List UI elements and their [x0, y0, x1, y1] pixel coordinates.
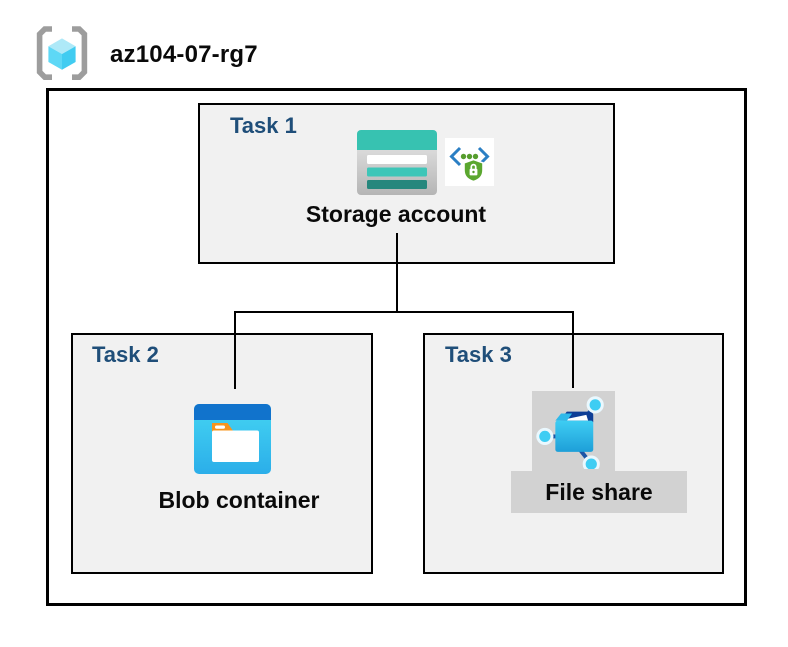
- resource-group-name: az104-07-rg7: [110, 41, 258, 68]
- file-share-label: File share: [545, 478, 653, 505]
- connector-to-fileshare: [572, 311, 574, 388]
- task1-box: Task 1 Storage account: [198, 103, 615, 264]
- task2-box: Task 2 Blob container: [71, 333, 373, 574]
- storage-account-label: Storage account: [305, 201, 487, 227]
- task3-box: Task 3 File share: [423, 333, 724, 574]
- blob-container-icon: [194, 404, 271, 474]
- file-share-icon: [536, 396, 604, 469]
- connector-to-blob: [234, 311, 236, 389]
- storage-account-icon: [357, 130, 437, 195]
- task2-label: Task 2: [92, 342, 159, 367]
- blob-container-label: Blob container: [158, 487, 320, 513]
- task3-label: Task 3: [445, 342, 512, 367]
- connector-storage-trunk: [396, 233, 398, 312]
- sas-security-icon: [445, 138, 494, 186]
- connector-horizontal: [234, 311, 574, 313]
- file-share-label-selection: File share: [511, 471, 687, 513]
- task1-label: Task 1: [230, 113, 297, 138]
- resource-group-icon: [36, 26, 88, 80]
